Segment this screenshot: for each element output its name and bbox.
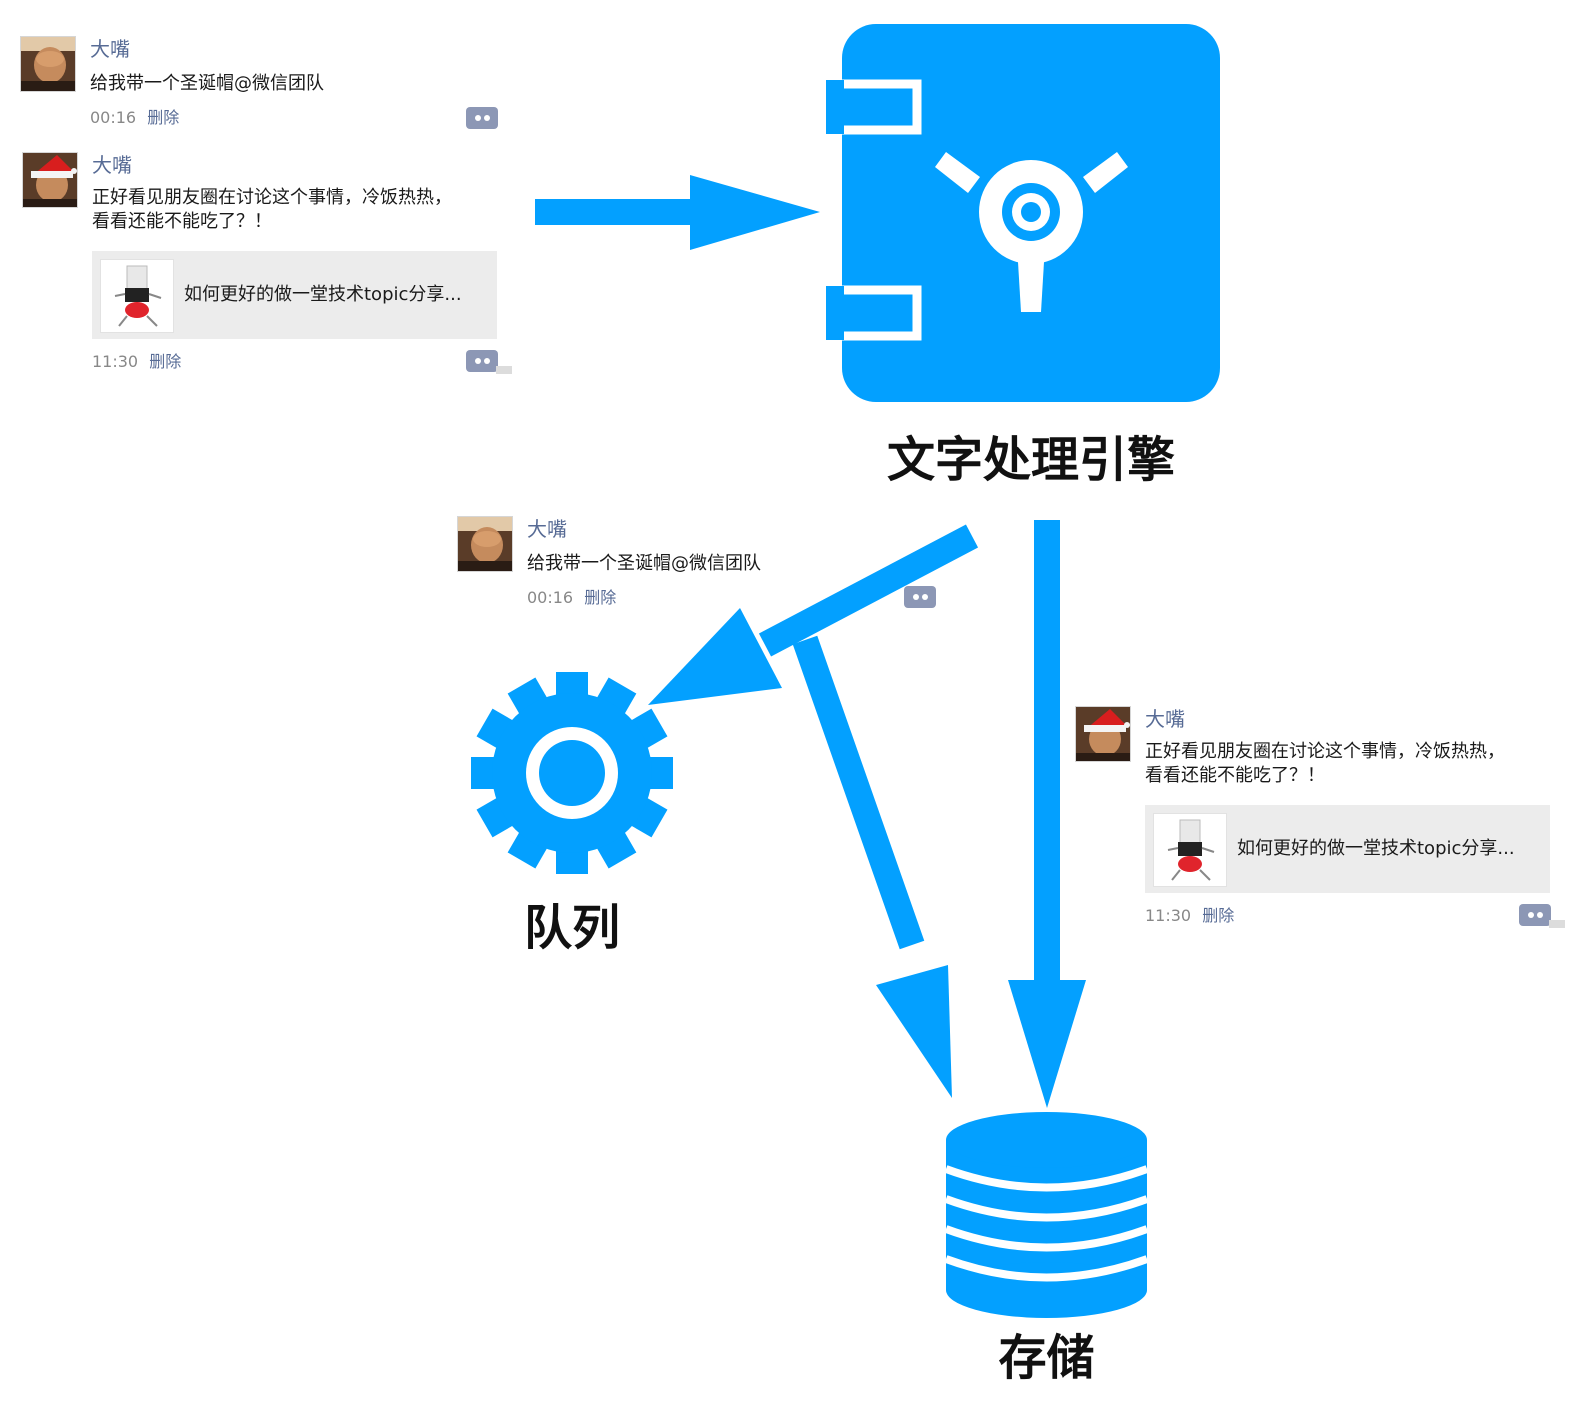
- moment-post: 大嘴 正好看见朋友圈在讨论这个事情，冷饭热热， 看看还能不能吃了？！ 如何更好的…: [22, 152, 517, 377]
- post-meta: 00:16 删除: [527, 588, 616, 608]
- post-author[interactable]: 大嘴: [527, 517, 567, 541]
- post-meta: 11:30 删除: [1145, 906, 1234, 926]
- post-time: 00:16: [90, 108, 137, 127]
- delete-link[interactable]: 删除: [147, 108, 180, 127]
- avatar-santa-hat[interactable]: [22, 152, 78, 208]
- post-author[interactable]: 大嘴: [1145, 707, 1185, 731]
- post-meta: 11:30 删除: [92, 352, 181, 372]
- comment-icon[interactable]: [466, 107, 498, 129]
- link-thumbnail: [100, 259, 174, 333]
- database-icon: [944, 1112, 1149, 1318]
- post-text: 给我带一个圣诞帽@微信团队: [527, 553, 761, 574]
- post-time: 11:30: [1145, 906, 1192, 925]
- moment-post: 大嘴 给我带一个圣诞帽@微信团队 00:16 删除: [457, 516, 947, 616]
- comment-divider: [496, 366, 512, 374]
- post-text: 正好看见朋友圈在讨论这个事情，冷饭热热， 看看还能不能吃了？！: [1145, 741, 1505, 786]
- arrow-branch-to-storage: [792, 635, 952, 1098]
- comment-icon[interactable]: [904, 586, 936, 608]
- delete-link[interactable]: 删除: [1202, 906, 1235, 925]
- queue-label: 队列: [523, 900, 620, 956]
- avatar-santa-hat[interactable]: [1075, 706, 1131, 762]
- post-time: 11:30: [92, 352, 139, 371]
- gear-icon: [471, 672, 673, 874]
- link-thumbnail: [1153, 813, 1227, 887]
- post-text: 给我带一个圣诞帽@微信团队: [90, 73, 324, 94]
- link-title: 如何更好的做一堂技术topic分享...: [184, 284, 462, 305]
- link-title: 如何更好的做一堂技术topic分享...: [1237, 838, 1515, 859]
- post-author[interactable]: 大嘴: [92, 153, 132, 177]
- moment-post: 大嘴 正好看见朋友圈在讨论这个事情，冷饭热热， 看看还能不能吃了？！ 如何更好的…: [1075, 706, 1565, 931]
- post-author[interactable]: 大嘴: [90, 37, 130, 61]
- vault-icon: [826, 24, 1220, 402]
- avatar-plain[interactable]: [20, 36, 76, 92]
- comment-divider: [1549, 920, 1565, 928]
- arrow-engine-to-queue: [648, 524, 979, 705]
- engine-label: 文字处理引擎: [886, 432, 1175, 488]
- comment-icon[interactable]: [466, 350, 498, 372]
- moment-post: 大嘴 给我带一个圣诞帽@微信团队 00:16 删除: [20, 36, 510, 136]
- post-text: 正好看见朋友圈在讨论这个事情，冷饭热热， 看看还能不能吃了？！: [92, 187, 452, 232]
- arrow-post-to-engine: [535, 175, 820, 250]
- post-meta: 00:16 删除: [90, 108, 179, 128]
- storage-label: 存储: [998, 1330, 1095, 1386]
- post-time: 00:16: [527, 588, 574, 607]
- shared-link-card[interactable]: 如何更好的做一堂技术topic分享...: [1145, 805, 1550, 893]
- delete-link[interactable]: 删除: [149, 352, 182, 371]
- shared-link-card[interactable]: 如何更好的做一堂技术topic分享...: [92, 251, 497, 339]
- avatar-plain[interactable]: [457, 516, 513, 572]
- comment-icon[interactable]: [1519, 904, 1551, 926]
- delete-link[interactable]: 删除: [584, 588, 617, 607]
- arrow-engine-to-storage: [1008, 520, 1086, 1108]
